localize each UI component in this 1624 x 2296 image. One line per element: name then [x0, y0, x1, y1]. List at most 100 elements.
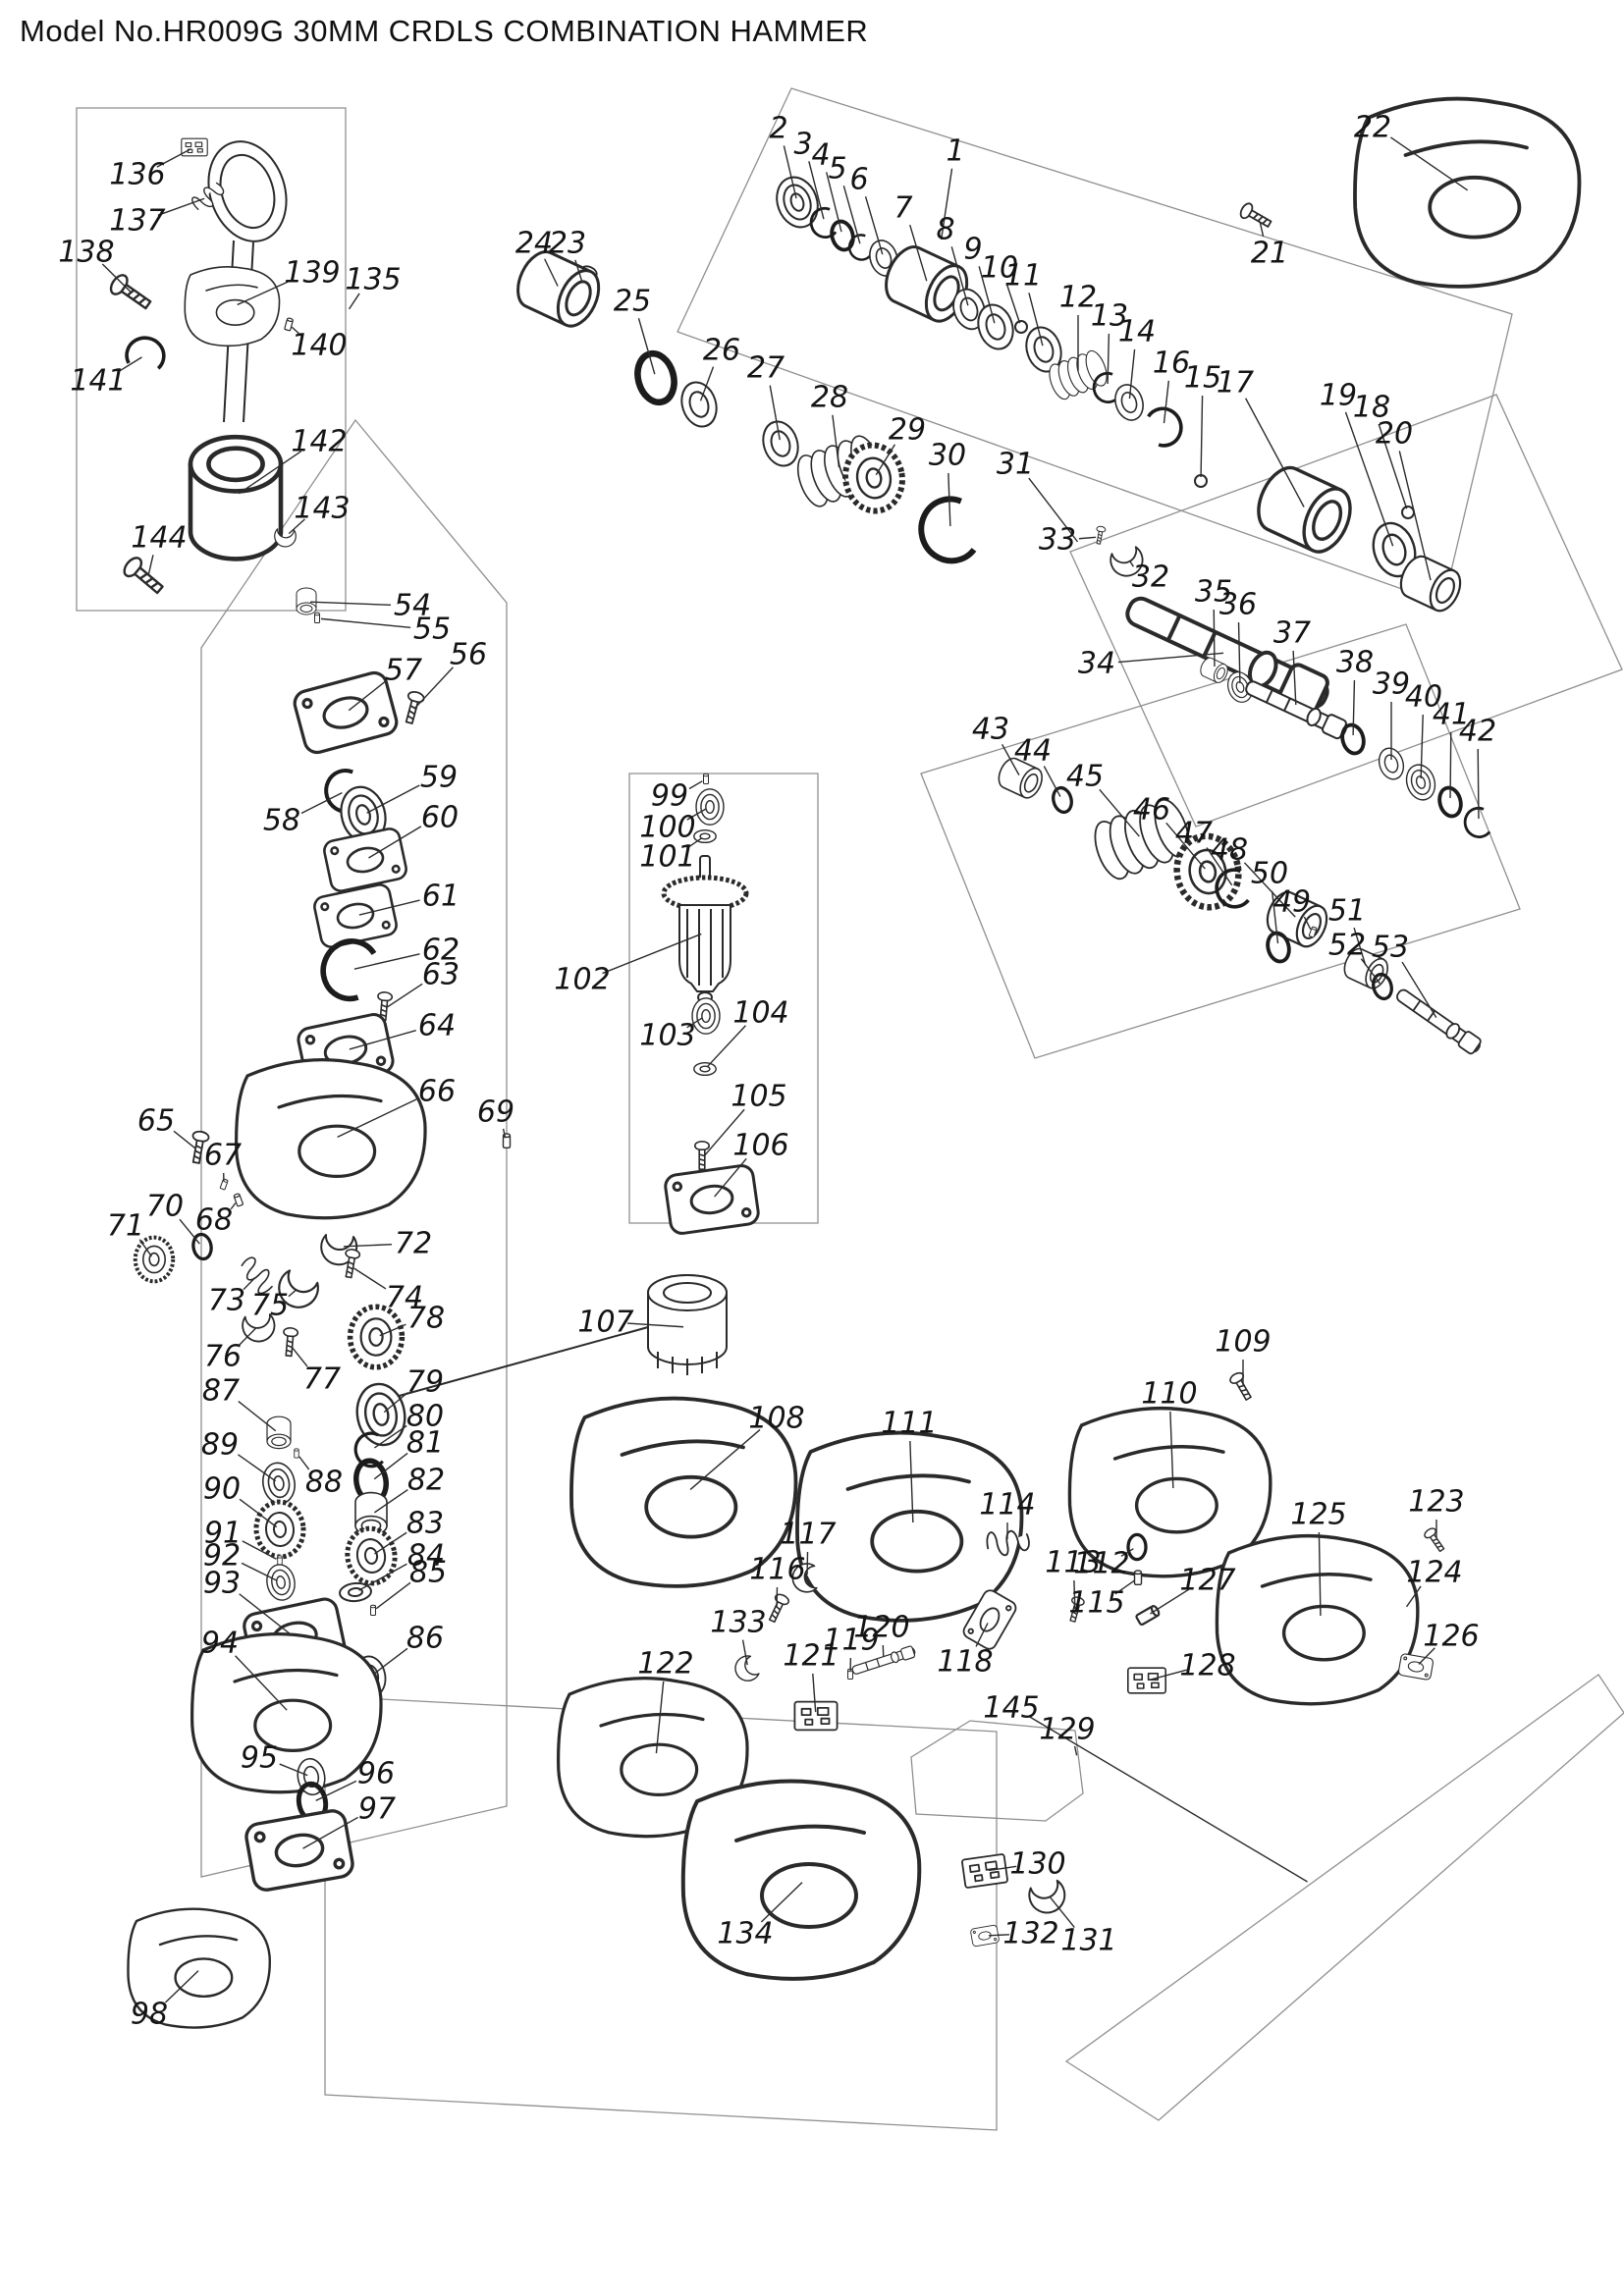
part-label-62: 62 — [422, 934, 460, 968]
part-label-142: 142 — [291, 425, 347, 459]
leader-118 — [975, 1623, 989, 1647]
leader-110 — [1169, 1411, 1174, 1489]
part-label-119: 119 — [823, 1624, 879, 1658]
leader-76 — [239, 1327, 257, 1346]
part-label-97: 97 — [358, 1792, 396, 1827]
leader-101 — [685, 837, 702, 849]
part-label-71: 71 — [107, 1209, 144, 1244]
part-87-cup — [266, 1415, 292, 1450]
part-label-105: 105 — [731, 1080, 786, 1114]
part-label-60: 60 — [421, 801, 459, 835]
leader-129 — [1073, 1745, 1078, 1756]
part-label-52: 52 — [1328, 929, 1366, 963]
leader-124 — [1405, 1585, 1422, 1608]
leader-28 — [832, 414, 840, 468]
leader-16 — [1163, 380, 1170, 424]
part-label-51: 51 — [1328, 894, 1366, 929]
part-label-23: 23 — [549, 227, 586, 261]
part-label-16: 16 — [1153, 347, 1190, 381]
leader-97 — [302, 1816, 358, 1849]
part-92-bearing — [263, 1561, 298, 1604]
leader-40 — [1420, 714, 1424, 779]
leader-2 — [783, 145, 797, 199]
part-label-63: 63 — [422, 958, 460, 992]
part-104-washer — [693, 1061, 717, 1077]
part-label-26: 26 — [703, 334, 740, 368]
part-109-screw — [1227, 1369, 1256, 1404]
part-label-92: 92 — [203, 1539, 241, 1574]
leader-33 — [1078, 536, 1097, 540]
leader-80 — [374, 1424, 407, 1449]
leader-45 — [1099, 788, 1140, 837]
part-label-47: 47 — [1175, 817, 1213, 851]
part-label-144: 144 — [131, 521, 187, 556]
part-label-78: 78 — [407, 1302, 445, 1336]
part-label-140: 140 — [291, 329, 347, 363]
leader-46 — [1165, 822, 1206, 870]
leader-48 — [1243, 862, 1296, 918]
part-97-plate — [243, 1806, 356, 1895]
part-label-122: 122 — [637, 1647, 693, 1682]
part-label-131: 131 — [1060, 1924, 1116, 1958]
part-label-126: 126 — [1423, 1620, 1479, 1654]
part-label-45: 45 — [1066, 760, 1104, 794]
part-label-29: 29 — [889, 413, 926, 448]
leader-30 — [947, 472, 951, 527]
leader-102 — [602, 933, 702, 975]
part-label-43: 43 — [972, 713, 1009, 747]
leader-66 — [337, 1097, 418, 1138]
leader-56 — [414, 667, 454, 709]
part-label-6: 6 — [849, 163, 868, 197]
part-label-58: 58 — [263, 804, 300, 838]
part-136-pcb — [181, 137, 208, 157]
part-label-12: 12 — [1059, 281, 1097, 315]
leader-8 — [950, 246, 969, 306]
part-label-57: 57 — [385, 654, 422, 688]
part-144-screw — [120, 553, 169, 600]
leader-105 — [704, 1108, 745, 1156]
leader-18 — [1378, 423, 1408, 509]
spindle-group-box — [1069, 394, 1623, 828]
leader-122 — [655, 1681, 665, 1754]
leader-85 — [375, 1581, 411, 1610]
part-label-53: 53 — [1372, 931, 1409, 965]
leader-42 — [1477, 748, 1480, 820]
part-label-36: 36 — [1219, 588, 1257, 622]
part-label-111: 111 — [881, 1407, 937, 1441]
leader-98 — [164, 1970, 199, 2003]
part-label-101: 101 — [639, 840, 695, 875]
part-label-127: 127 — [1179, 1564, 1235, 1598]
part-label-117: 117 — [780, 1518, 836, 1552]
part-label-88: 88 — [305, 1466, 343, 1500]
leader-88 — [298, 1456, 310, 1470]
leader-73 — [243, 1277, 256, 1291]
leader-93 — [239, 1593, 293, 1636]
leader-92 — [241, 1562, 278, 1581]
leader-133 — [741, 1639, 748, 1666]
leader-36 — [1237, 621, 1241, 684]
part-label-120: 120 — [853, 1611, 909, 1645]
part-label-145: 145 — [983, 1691, 1039, 1726]
leader-104 — [707, 1025, 746, 1067]
part-label-33: 33 — [1039, 523, 1076, 558]
part-label-141: 141 — [70, 364, 126, 399]
part-label-94: 94 — [201, 1627, 239, 1661]
leader-52 — [1360, 958, 1380, 985]
part-label-118: 118 — [937, 1645, 993, 1680]
part-125-housing — [1215, 1533, 1420, 1706]
leader-1 — [940, 168, 953, 240]
part-label-10: 10 — [981, 251, 1018, 286]
part-4-oring — [827, 217, 858, 254]
part-label-116: 116 — [749, 1553, 805, 1587]
part-102-armature — [664, 856, 746, 1002]
part-label-114: 114 — [979, 1488, 1035, 1522]
gear-column-box — [200, 418, 508, 1878]
part-label-81: 81 — [406, 1426, 444, 1461]
part-label-54: 54 — [394, 589, 431, 623]
part-label-48: 48 — [1211, 833, 1248, 868]
part-label-7: 7 — [893, 191, 912, 226]
part-label-49: 49 — [1273, 885, 1311, 920]
leader-69 — [502, 1128, 507, 1139]
